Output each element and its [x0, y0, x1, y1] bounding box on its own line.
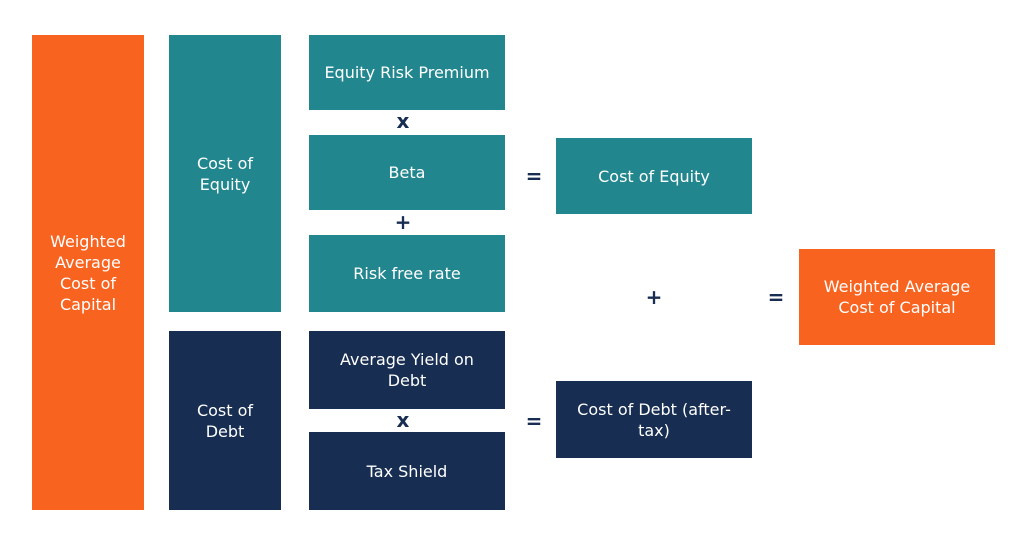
cost-of-equity-box: Cost of Equity: [169, 35, 281, 312]
multiply-operator: x: [396, 109, 410, 133]
cost-of-debt-box: Cost of Debt: [169, 331, 281, 510]
beta-box: Beta: [309, 135, 505, 210]
equals-operator: =: [525, 164, 543, 188]
tax-shield-box: Tax Shield: [309, 432, 505, 510]
equity-risk-premium-box: Equity Risk Premium: [309, 35, 505, 110]
plus-operator: +: [645, 285, 663, 309]
plus-operator: +: [394, 210, 412, 234]
equals-operator: =: [525, 409, 543, 433]
wacc-result-box: Weighted Average Cost of Capital: [799, 249, 995, 345]
cost-of-equity-result-box: Cost of Equity: [556, 138, 752, 214]
cost-of-debt-result-box: Cost of Debt (after- tax): [556, 381, 752, 458]
equals-operator: =: [767, 285, 785, 309]
wacc-side-box: Weighted Average Cost of Capital: [32, 35, 144, 510]
multiply-operator: x: [396, 408, 410, 432]
risk-free-rate-box: Risk free rate: [309, 235, 505, 312]
average-yield-on-debt-box: Average Yield on Debt: [309, 331, 505, 409]
